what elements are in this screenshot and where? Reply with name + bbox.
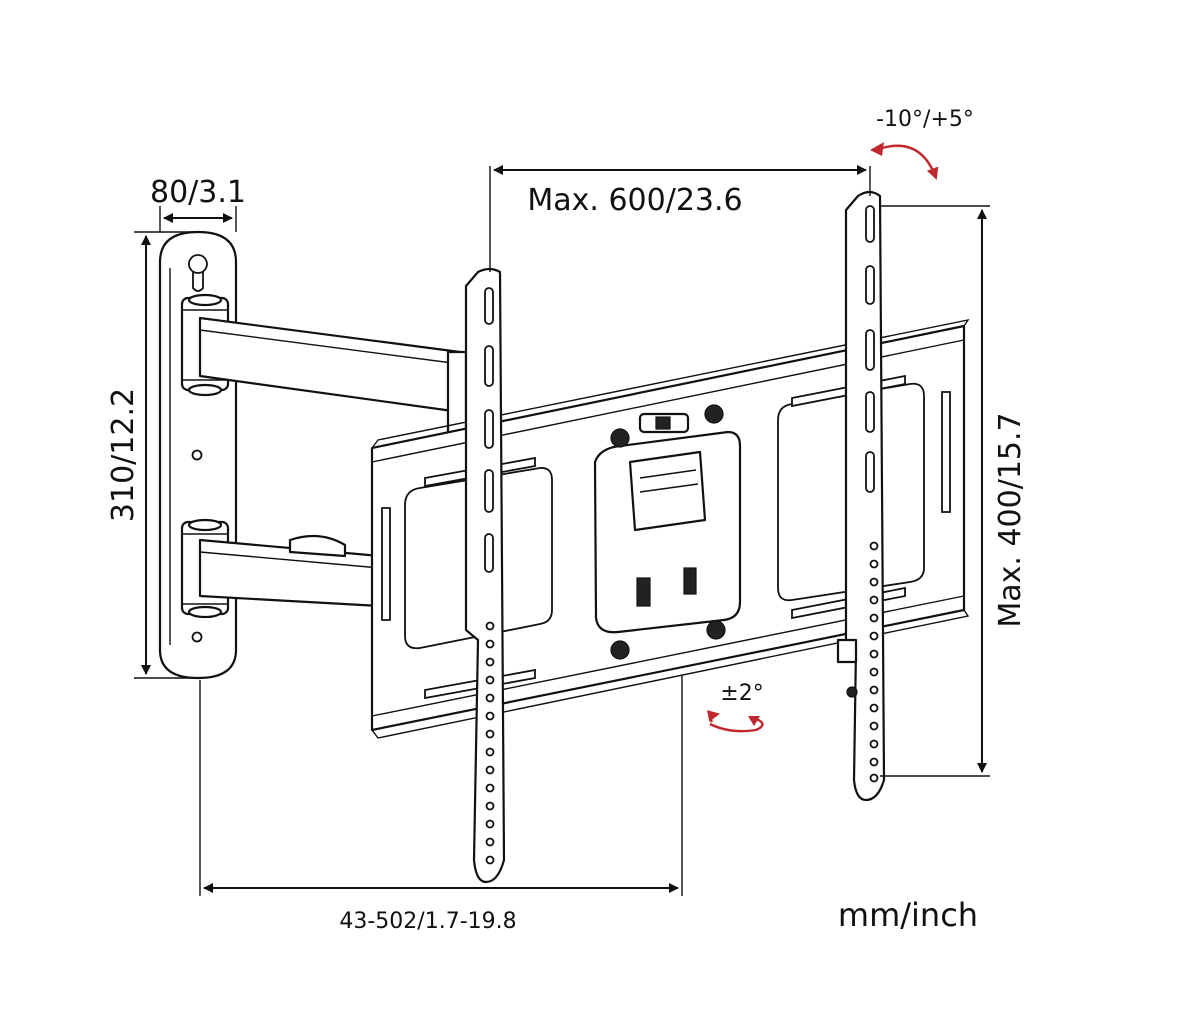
- dim-max-horizontal: Max. 600/23.6: [489, 165, 871, 272]
- label-level-adjust: ±2°: [720, 681, 763, 706]
- label-tilt: -10°/+5°: [876, 107, 974, 132]
- tv-rail-right: [836, 190, 886, 802]
- tilt-indicator: -10°/+5°: [870, 107, 974, 180]
- label-extension: 43-502/1.7-19.8: [339, 909, 516, 934]
- tv-bracket-panel: [370, 318, 970, 739]
- dim-wall-plate-height: 310/12.2: [106, 231, 196, 679]
- label-max-horizontal: Max. 600/23.6: [527, 183, 742, 218]
- label-max-vertical: Max. 400/15.7: [993, 412, 1028, 627]
- label-wall-plate-height: 310/12.2: [106, 388, 141, 522]
- tv-rail-left: [464, 267, 506, 884]
- rail-left-holes: [485, 621, 495, 865]
- label-units: mm/inch: [838, 896, 978, 934]
- upper-arm: [198, 316, 468, 442]
- rail-right-holes: [869, 541, 879, 783]
- dim-wall-plate-depth: 80/3.1: [150, 175, 246, 232]
- dim-max-vertical: Max. 400/15.7: [880, 205, 1028, 777]
- label-wall-plate-depth: 80/3.1: [150, 175, 246, 210]
- dim-extension: 43-502/1.7-19.8: [199, 676, 683, 934]
- level-adjust-indicator: ±2°: [707, 681, 764, 733]
